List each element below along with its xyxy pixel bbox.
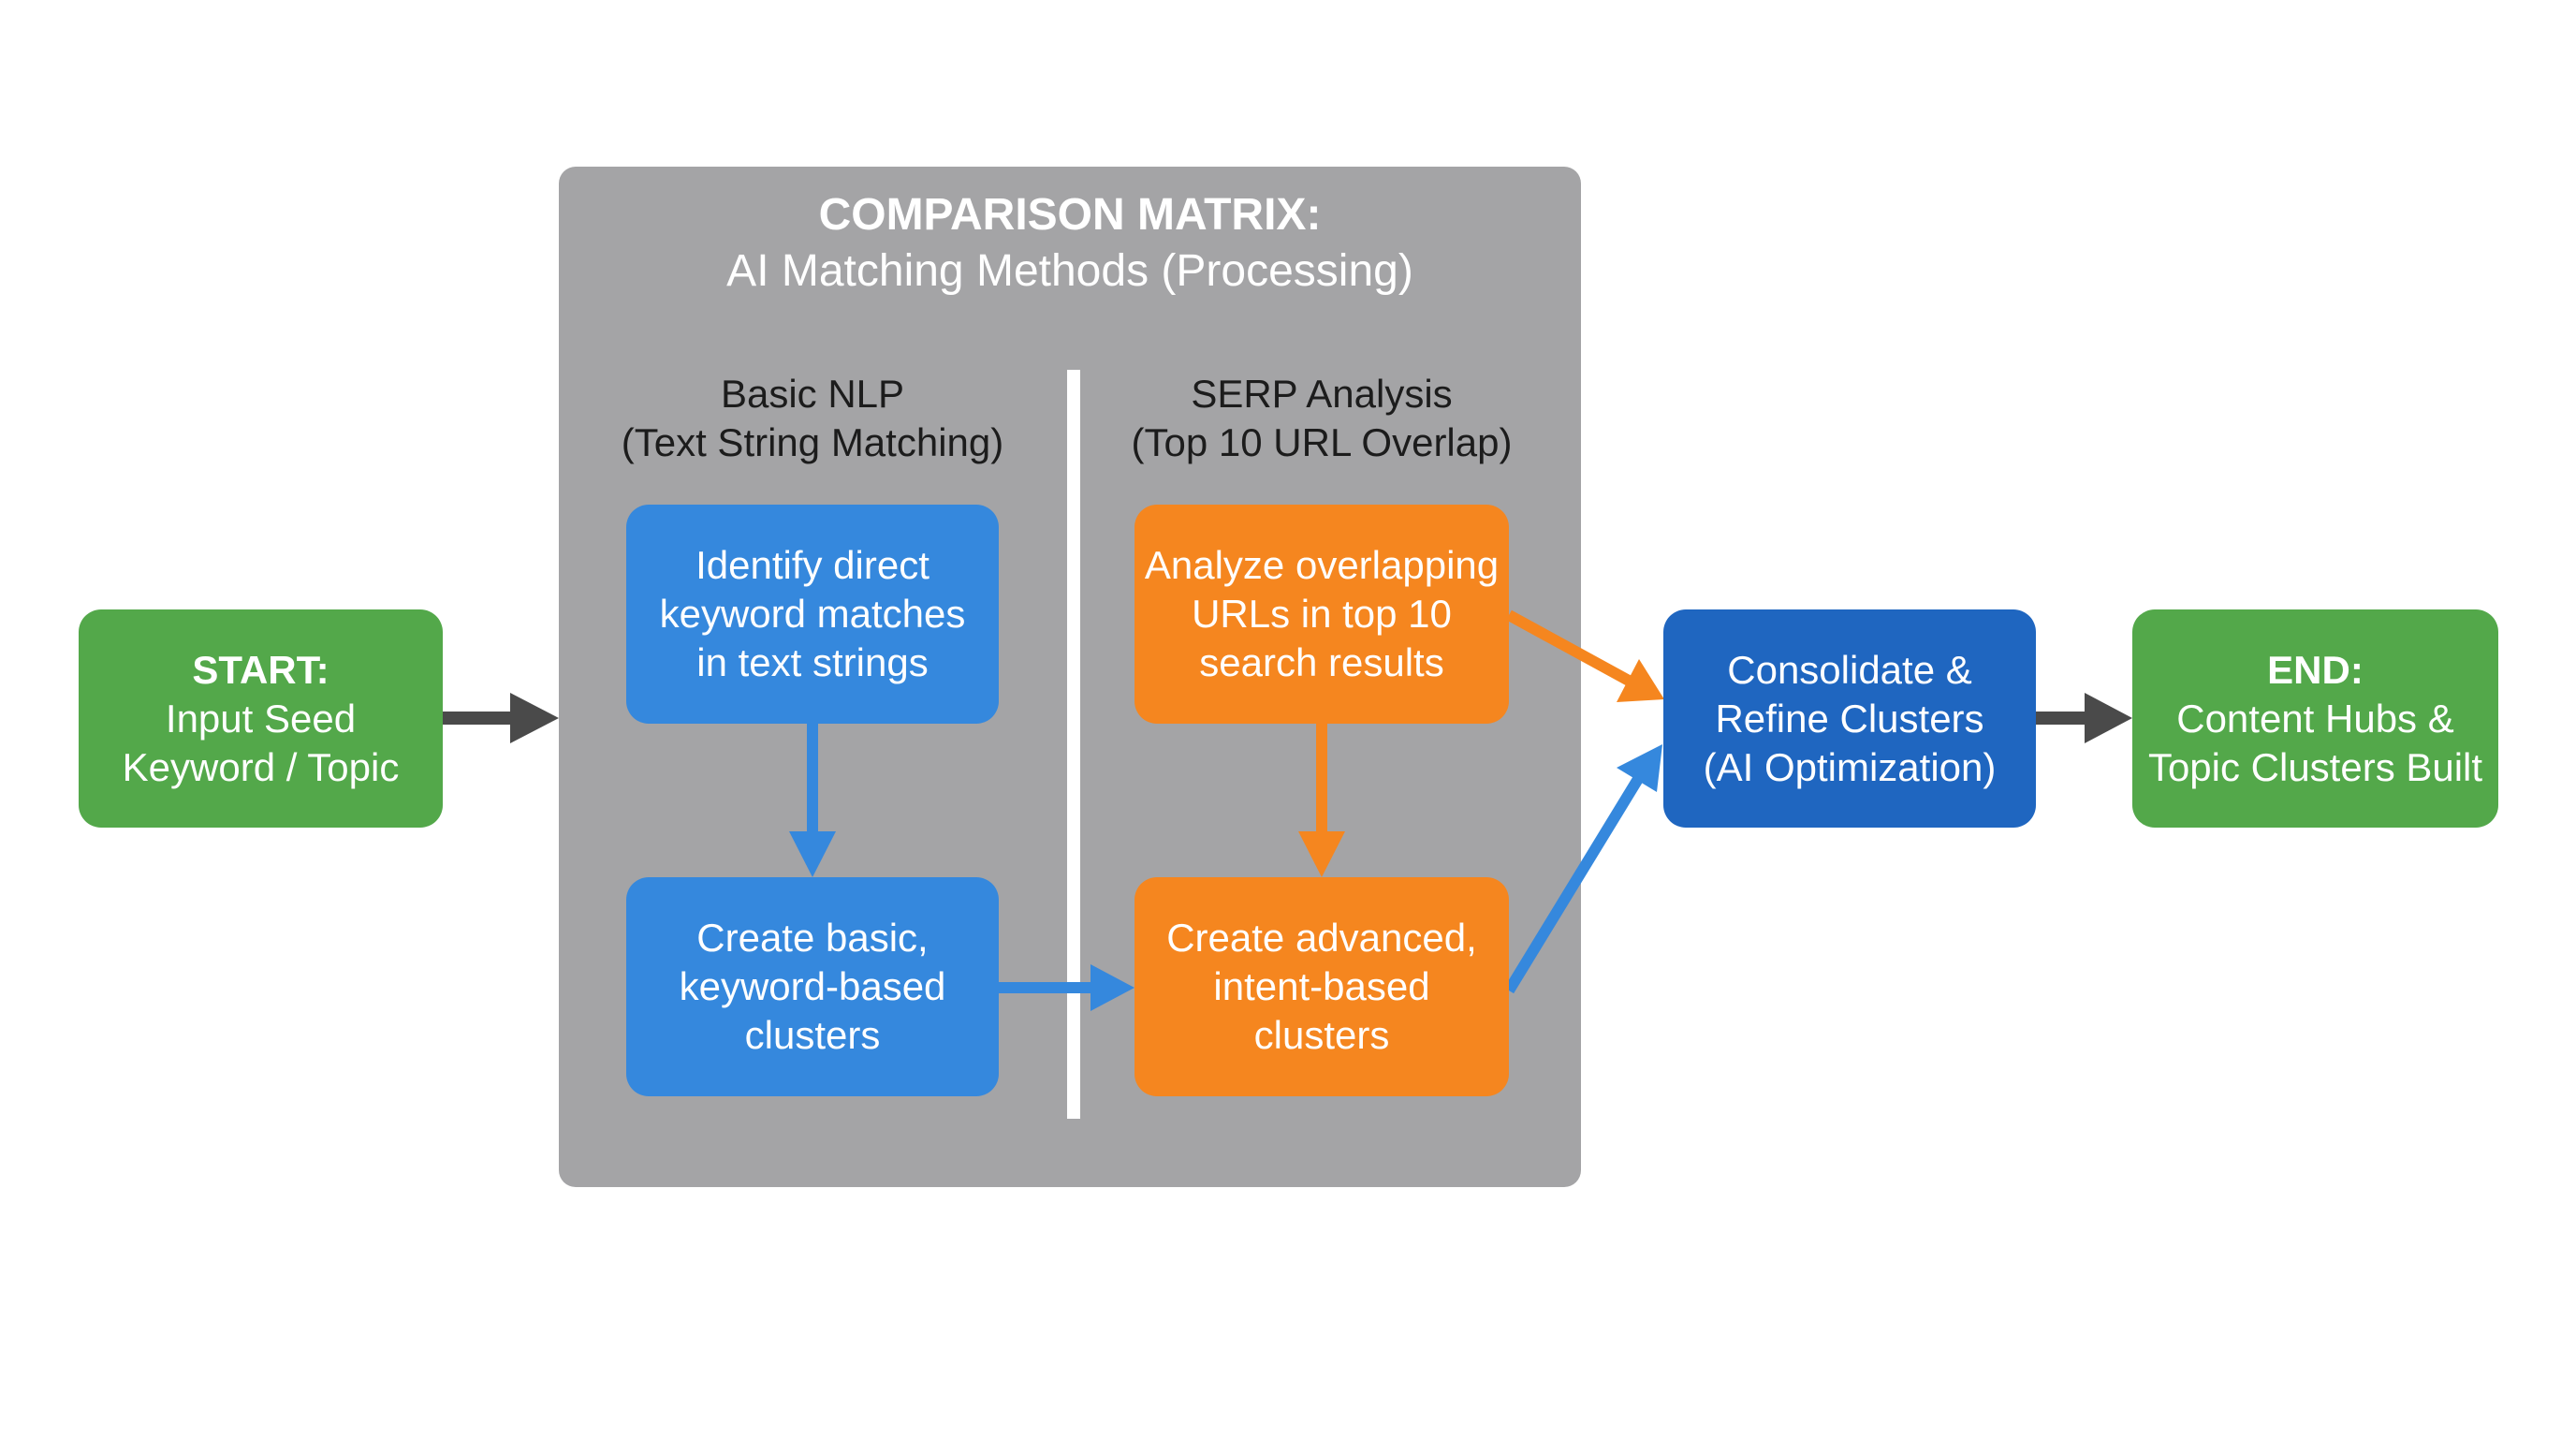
analyze-line-1: Analyze overlapping — [1144, 543, 1500, 587]
consolidate-node: Consolidate & Refine Clusters (AI Optimi… — [1663, 609, 2036, 828]
basic-nlp-subtitle: (Text String Matching) — [621, 420, 1004, 464]
column-divider — [1067, 370, 1080, 1119]
basic-clusters-line-3: clusters — [744, 1013, 881, 1057]
arrow-analyze-to-advanced-clusters — [1298, 724, 1345, 877]
advanced-clusters-node: Create advanced, intent-based clusters — [1134, 877, 1509, 1096]
arrow-identify-to-basic-clusters — [789, 724, 836, 877]
identify-matches-node: Identify direct keyword matches in text … — [626, 505, 999, 724]
end-line-1: Content Hubs & — [2176, 696, 2454, 741]
consolidate-line-3: (AI Optimization) — [1703, 744, 1997, 789]
basic-nlp-title: Basic NLP — [720, 372, 905, 416]
arrow-start-to-panel — [443, 693, 559, 743]
analyze-line-2: URLs in top 10 — [1192, 592, 1452, 636]
panel-title: COMPARISON MATRIX: AI Matching Methods (… — [559, 187, 1581, 300]
arrow-basic-to-advanced-clusters — [999, 964, 1134, 1011]
panel-title-main: COMPARISON MATRIX: — [818, 190, 1322, 240]
serp-analysis-title: SERP Analysis — [1191, 372, 1453, 416]
end-node: END: Content Hubs & Topic Clusters Built — [2132, 609, 2498, 828]
identify-line-2: keyword matches — [659, 592, 966, 636]
advanced-clusters-line-2: intent-based — [1213, 964, 1430, 1008]
serp-analysis-heading: SERP Analysis (Top 10 URL Overlap) — [1078, 370, 1565, 467]
basic-clusters-node: Create basic, keyword-based clusters — [626, 877, 999, 1096]
end-line-2: Topic Clusters Built — [2147, 744, 2483, 789]
basic-clusters-line-1: Create basic, — [696, 916, 929, 960]
start-line-1: Input Seed — [165, 696, 357, 741]
basic-clusters-line-2: keyword-based — [679, 964, 946, 1008]
consolidate-line-1: Consolidate & — [1727, 647, 1972, 692]
identify-line-3: in text strings — [696, 640, 929, 684]
basic-nlp-heading: Basic NLP (Text String Matching) — [569, 370, 1056, 467]
advanced-clusters-line-3: clusters — [1253, 1013, 1390, 1057]
end-label: END: — [2267, 647, 2364, 692]
start-line-2: Keyword / Topic — [122, 744, 400, 789]
panel-subtitle: AI Matching Methods (Processing) — [726, 246, 1413, 296]
analyze-line-3: search results — [1199, 640, 1444, 684]
start-node: START: Input Seed Keyword / Topic — [79, 609, 443, 828]
serp-analysis-subtitle: (Top 10 URL Overlap) — [1131, 420, 1513, 464]
arrow-advanced-to-consolidate — [1503, 744, 1662, 994]
start-label: START: — [192, 647, 329, 692]
arrow-consolidate-to-end — [2036, 693, 2132, 743]
advanced-clusters-line-1: Create advanced, — [1166, 916, 1477, 960]
analyze-overlap-node: Analyze overlapping URLs in top 10 searc… — [1134, 505, 1509, 724]
consolidate-line-2: Refine Clusters — [1715, 696, 1984, 741]
arrow-analyze-to-consolidate — [1506, 609, 1664, 702]
identify-line-1: Identify direct — [695, 543, 929, 587]
